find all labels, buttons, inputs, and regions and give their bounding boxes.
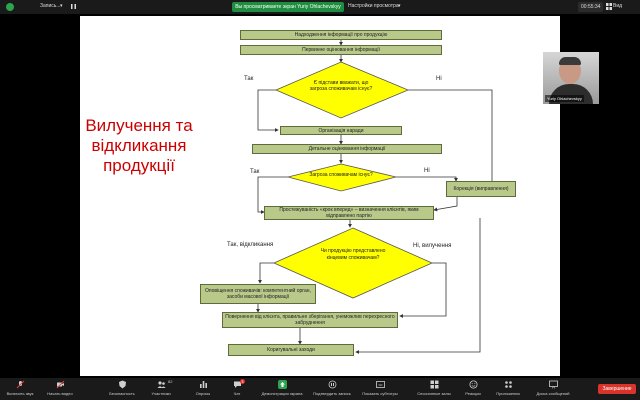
flow-box-meeting: Організація наради [280,126,402,135]
meeting-toolbar: Включить звук Начать видео Безопасность … [0,378,640,400]
edge-label-no-2: Ні [424,168,430,174]
recording-menu-caret[interactable]: ▾ [60,3,63,9]
meeting-timer: 00:55:34 [578,2,604,12]
decision-diamond-2 [287,163,397,192]
polls-button[interactable]: Опросы [188,380,218,396]
slide-title: Вилучення та відкликання продукції [85,116,193,175]
captions-button[interactable]: cc Показать субтитры [362,380,398,396]
view-options-caret[interactable]: ▾ [398,3,401,9]
camera-off-icon [56,380,65,389]
unmute-button[interactable]: Включить звук [2,380,38,396]
captions-icon: cc [375,380,385,389]
share-screen-button[interactable]: Демонстрация экрана [256,380,308,396]
decision-diamond-1 [274,61,410,119]
apps-button[interactable]: Приложения [492,380,524,396]
edge-label-yes-2: Так [250,169,260,175]
record-button[interactable]: Подтвердить запись [310,380,354,396]
end-meeting-button[interactable]: Завершение [598,384,636,394]
meeting-top-bar: Запись... ▾ Вы просматриваете экран Yuri… [0,0,640,14]
record-icon [328,380,337,389]
decision-text-1: Є підстави вважати, що загроза споживача… [309,80,373,92]
breakout-rooms-button[interactable]: Сессионные залы [414,380,454,396]
participant-video[interactable]: Yuriy Ohlachevskyy [543,52,599,104]
reactions-icon [469,380,478,389]
security-button[interactable]: Безопасность [104,380,140,396]
flow-box-detailed-assessment: Детальне оцінювання інформації [252,144,442,154]
microphone-muted-icon [16,380,25,389]
recording-status[interactable]: Запись... [40,3,61,9]
whiteboard-icon [548,380,558,389]
participant-hair [559,57,581,65]
edge-label-recall: Так, відкликання [227,242,274,248]
grid-view-icon[interactable] [606,3,612,10]
svg-text:cc: cc [378,382,382,387]
edge-label-no-1: Ні [436,76,442,82]
decision-diamond-3 [273,227,433,299]
share-screen-icon [277,380,287,389]
breakout-rooms-icon [430,380,439,389]
start-video-button[interactable]: Начать видео [42,380,78,396]
flow-box-info-receipt: Надходження інформації про продукцію [240,30,442,40]
shield-icon [118,380,127,389]
participants-button[interactable]: 82 Участники [151,379,173,396]
reactions-button[interactable]: Реакции [460,380,486,396]
poll-icon [199,380,208,389]
flow-box-initial-assessment: Первинне оцінювання інформації [240,45,442,55]
flow-box-return: Повернення від клієнта, правильне зберіг… [222,312,398,328]
chat-icon: 3 [233,379,245,389]
flow-box-traceability: Простежуваність «крок вперед» – визначен… [264,206,434,220]
chat-unread-badge: 3 [240,379,245,384]
flow-box-corrective-actions: Коригувальні заходи [228,344,354,356]
participant-name: Yuriy Ohlachevskyy [545,95,584,102]
participants-icon: 82 [157,379,173,389]
decision-text-3: Чи продукцію представлено кінцевим спожи… [320,248,386,261]
whiteboard-button[interactable]: Доска сообщений [530,380,576,396]
flow-box-correction: Корекція (виправлення) [446,181,516,197]
participants-count: 82 [168,379,173,384]
screen-share-banner: Вы просматриваете экран Yuriy Ohlachevsk… [232,2,344,12]
chat-button[interactable]: 3 Чат [233,379,245,396]
apps-icon [504,380,513,389]
view-button[interactable]: Вид [613,3,623,9]
pause-icon[interactable] [70,3,77,10]
view-options-button[interactable]: Настройки просмотра [348,3,399,9]
edge-label-yes-1: Так [244,76,254,82]
decision-text-2: Загроза споживачам існує? [309,172,373,178]
shield-check-icon[interactable] [6,3,14,11]
edge-label-withdrawal: Ні, вилучення [413,243,452,249]
flow-box-notification: Оповіщення споживачів: компетентний орга… [200,284,316,304]
